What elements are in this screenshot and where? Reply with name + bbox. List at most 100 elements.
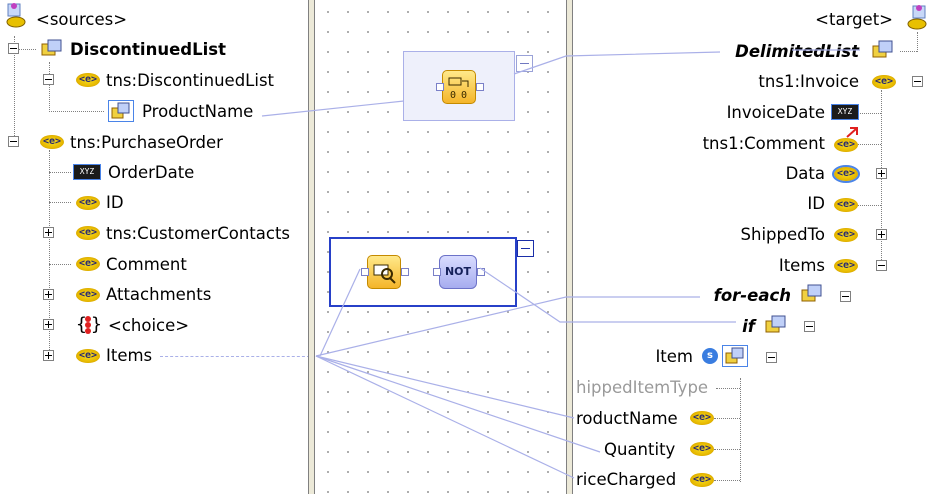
lookup-function-icon[interactable]: [367, 255, 401, 289]
collapse-toggle[interactable]: [840, 291, 851, 302]
source-node-id[interactable]: ID: [106, 192, 124, 212]
target-icon: [907, 5, 927, 30]
target-node-delimitedlist[interactable]: DelimitedList: [735, 41, 859, 61]
target-tree-pane[interactable]: <target> DelimitedList tns1:Invoice <e> …: [574, 0, 931, 494]
collapse-toggle[interactable]: [912, 76, 923, 87]
target-node-invoicedate[interactable]: InvoiceDate: [726, 102, 825, 122]
input-port[interactable]: [433, 268, 441, 276]
element-icon: <e>: [76, 349, 100, 363]
collapse-function-box[interactable]: [517, 240, 534, 257]
tree-guide: [49, 62, 50, 112]
element-icon: <e>: [690, 442, 714, 456]
element-icon: <e>: [76, 196, 100, 210]
source-node-attachments[interactable]: Attachments: [106, 284, 212, 304]
items-connector: [160, 356, 310, 357]
source-node-tns-purchaseorder[interactable]: tns:PurchaseOrder: [70, 132, 223, 152]
simple-type-badge: s: [702, 348, 718, 364]
source-node-choice[interactable]: <choice>: [108, 315, 190, 335]
expand-toggle[interactable]: [876, 229, 887, 240]
target-header: <target>: [815, 9, 893, 29]
source-node-orderdate[interactable]: OrderDate: [108, 162, 195, 182]
sources-icon: [6, 3, 26, 28]
red-arrow-icon: [846, 127, 858, 138]
tree-guide: [49, 264, 71, 265]
complex-type-icon: [108, 100, 134, 122]
target-node-shippedto[interactable]: ShippedTo: [740, 224, 825, 244]
element-icon: <e>: [834, 259, 858, 273]
output-port[interactable]: [401, 268, 409, 276]
expand-toggle[interactable]: [876, 168, 887, 179]
element-icon: <e>: [76, 226, 100, 240]
datetime-icon: XYZ: [831, 104, 859, 120]
tree-guide: [740, 378, 741, 482]
source-node-productname[interactable]: ProductName: [142, 101, 254, 121]
target-node-tns1-comment[interactable]: tns1:Comment: [702, 133, 825, 153]
function-glyph-icon: 0 0: [448, 77, 469, 101]
complex-type-icon: [872, 40, 893, 58]
target-node-items[interactable]: Items: [778, 255, 825, 275]
output-port[interactable]: [476, 83, 484, 91]
string-function-icon[interactable]: 0 0: [442, 70, 476, 104]
target-node-id[interactable]: ID: [807, 193, 825, 213]
choice-icon: { }: [76, 314, 100, 335]
input-port[interactable]: [436, 83, 444, 91]
source-node-tns-customercontacts[interactable]: tns:CustomerContacts: [106, 223, 291, 243]
pane-splitter-left[interactable]: [308, 0, 316, 494]
target-node-for-each[interactable]: for-each: [713, 285, 791, 305]
collapse-toggle[interactable]: [876, 260, 887, 271]
collapse-function-box[interactable]: [516, 55, 533, 72]
element-icon: <e>: [834, 228, 858, 242]
complex-type-icon: [41, 39, 62, 56]
tree-guide: [858, 205, 881, 206]
input-port[interactable]: [361, 268, 369, 276]
target-node-pricecharged[interactable]: riceCharged: [576, 469, 677, 489]
magnifier-icon: [373, 264, 396, 284]
target-node-tns1-invoice[interactable]: tns1:Invoice: [758, 71, 859, 91]
if-icon: [765, 315, 786, 333]
not-function[interactable]: NOT: [439, 255, 477, 289]
element-icon: <e>: [76, 257, 100, 271]
collapse-toggle[interactable]: [766, 352, 777, 363]
collapse-toggle[interactable]: [804, 321, 815, 332]
output-port[interactable]: [477, 268, 485, 276]
expand-toggle[interactable]: [43, 227, 54, 238]
source-node-discontinuedlist[interactable]: DiscontinuedList: [70, 39, 226, 59]
expand-toggle[interactable]: [43, 319, 54, 330]
element-icon: <e>: [690, 411, 714, 425]
tree-guide: [917, 32, 918, 52]
target-node-data[interactable]: Data: [785, 163, 825, 183]
tree-guide: [49, 150, 50, 356]
function-box-string[interactable]: 0 0: [403, 51, 515, 121]
collapse-toggle[interactable]: [8, 136, 19, 147]
expand-toggle[interactable]: [43, 350, 54, 361]
target-node-shippeditemtype[interactable]: hippedItemType: [576, 377, 709, 397]
collapse-toggle[interactable]: [43, 74, 54, 85]
expand-toggle[interactable]: [43, 289, 54, 300]
tree-guide: [49, 202, 71, 203]
source-node-tns-discontinuedlist[interactable]: tns:DiscontinuedList: [106, 70, 275, 90]
pane-splitter-right[interactable]: [566, 0, 574, 494]
tree-guide: [900, 51, 917, 52]
collapse-toggle[interactable]: [8, 43, 19, 54]
target-node-quantity[interactable]: Quantity: [604, 439, 676, 459]
target-node-item[interactable]: Item: [655, 346, 693, 366]
for-each-icon: [801, 284, 822, 302]
tree-guide: [49, 111, 104, 112]
target-node-if[interactable]: if: [742, 316, 755, 336]
svg-text:}: }: [91, 314, 100, 335]
source-tree-pane[interactable]: <sources> DiscontinuedList <e> tns:Disco…: [0, 0, 310, 494]
element-icon: <e>: [872, 75, 896, 89]
svg-text:0: 0: [450, 90, 456, 101]
tree-guide: [716, 388, 740, 389]
tree-guide: [714, 480, 740, 481]
target-node-productname[interactable]: roductName: [576, 408, 678, 428]
tree-guide: [49, 172, 71, 173]
function-box-not[interactable]: NOT: [329, 237, 517, 307]
source-node-items[interactable]: Items: [106, 345, 153, 365]
element-icon: <e>: [832, 165, 860, 183]
element-icon: <e>: [834, 138, 858, 152]
sources-header: <sources>: [4, 3, 127, 32]
svg-text:{: {: [76, 314, 87, 335]
source-node-comment[interactable]: Comment: [106, 254, 187, 274]
mapping-canvas[interactable]: 0 0 NOT: [316, 0, 566, 494]
